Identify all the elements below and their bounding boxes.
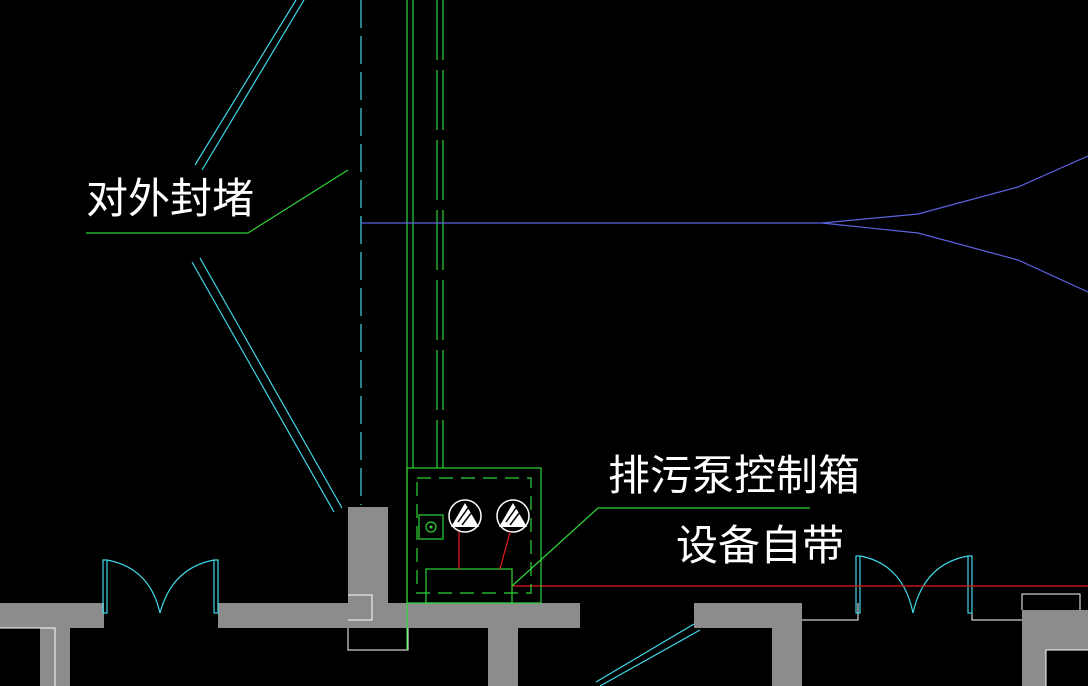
pump-triangle-icon — [496, 499, 530, 533]
door-left-jamb-a — [102, 559, 108, 614]
door-right-jamb-a — [855, 555, 861, 614]
door-left — [102, 559, 219, 614]
wall-pillar — [348, 507, 388, 627]
wall-far-right-block — [1022, 610, 1088, 650]
door-right-jamb-b — [967, 555, 973, 614]
pump-pit — [406, 467, 542, 604]
wall-outline-far-right-top — [1021, 593, 1081, 610]
leader-external-seal — [86, 169, 349, 234]
leader-pump-box — [511, 507, 810, 587]
blue-lines — [361, 155, 1088, 293]
wall-outline-far-right-inner — [1045, 649, 1088, 686]
pump-wire-b — [499, 531, 511, 570]
diag-lower-a — [191, 261, 335, 513]
diag-lower-b — [199, 257, 343, 509]
door-left-jamb-b — [213, 559, 219, 614]
wall-outline-pillar-base — [348, 594, 373, 621]
blue-upper-branch — [821, 155, 1088, 224]
label-equipment-supplied: 设备自带 — [676, 521, 844, 570]
door-arc-icon — [859, 555, 914, 614]
wall-outline-pillar-low — [347, 628, 409, 651]
wall-center-slab — [218, 603, 580, 628]
door-right — [855, 555, 973, 614]
door-arc-icon — [912, 555, 969, 614]
leader-lines — [86, 169, 810, 587]
label-pump-control-box: 排污泵控制箱 — [608, 451, 860, 500]
pit-outline — [406, 467, 542, 604]
door-arc-icon — [159, 559, 215, 614]
label-external-seal: 对外封堵 — [86, 174, 254, 223]
floor-walls — [0, 507, 1088, 686]
wall-far-right-column — [1022, 650, 1046, 686]
pump-triangle-icon — [448, 499, 482, 533]
wall-outline-far-right — [971, 603, 1022, 621]
pit-inner-dashed — [416, 477, 532, 594]
blue-lower-branch — [821, 222, 1088, 293]
diag-upper-b — [201, 0, 305, 171]
green-shaft — [406, 0, 444, 650]
outlet-icon — [418, 514, 444, 540]
door-arc-icon — [106, 559, 161, 614]
cyan-diagonal-walls — [191, 0, 701, 686]
diag-upper-a — [194, 0, 297, 166]
control-box — [425, 568, 513, 604]
wall-center-column — [488, 603, 518, 686]
wall-outline-right — [802, 603, 859, 621]
diag-bottom-a — [595, 623, 695, 683]
wall-right-column — [772, 603, 802, 686]
wall-outline-left — [0, 627, 56, 686]
diag-bottom-b — [599, 629, 701, 686]
